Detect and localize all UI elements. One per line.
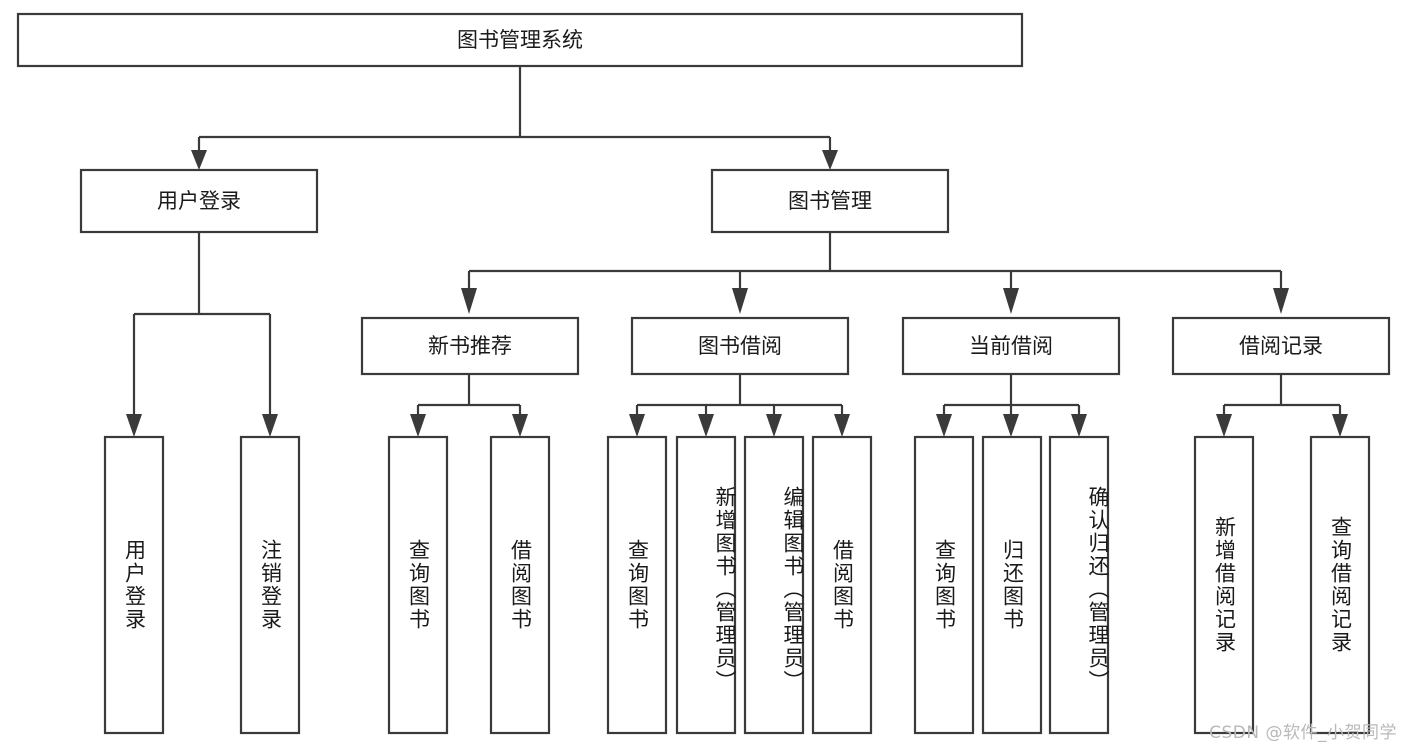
node-user-login-label: 用户登录: [157, 189, 241, 213]
leaf-box-book-borrow-1[interactable]: [606, 435, 668, 735]
arrow-to-leaf-br-2: [1332, 414, 1348, 437]
node-borrow-record-label: 借阅记录: [1239, 334, 1323, 358]
node-book-management[interactable]: [710, 168, 950, 234]
arrow-to-leaf-ul-2: [262, 414, 278, 437]
arrow-to-leaf-cb-1: [936, 414, 952, 437]
arrow-to-leaf-bb-2: [698, 414, 714, 437]
arrow-to-leaf-ul-1: [126, 414, 142, 437]
node-root-label: 图书管理系统: [457, 28, 583, 52]
arrow-to-book-borrow: [732, 288, 748, 314]
leaf-box-borrow-record-1[interactable]: [1193, 435, 1255, 735]
arrow-to-leaf-cb-2: [1003, 414, 1019, 437]
arrow-to-leaf-br-1: [1216, 414, 1232, 437]
arrow-to-leaf-cb-3: [1071, 414, 1087, 437]
node-new-book-recommend[interactable]: [360, 316, 580, 376]
arrow-to-current-borrow: [1003, 288, 1019, 314]
leaf-box-user-login-1[interactable]: [103, 435, 165, 735]
connector-group-root: [191, 66, 838, 170]
node-book-management-label: 图书管理: [788, 189, 872, 213]
connector-group-book-borrow: [629, 374, 850, 437]
node-book-borrow[interactable]: [630, 316, 850, 376]
node-current-borrow[interactable]: [901, 316, 1121, 376]
leaf-box-book-borrow-2[interactable]: [675, 435, 737, 735]
arrow-to-book-manage: [822, 150, 838, 170]
leaf-box-book-borrow-3[interactable]: [743, 435, 805, 735]
node-root-book-management-system[interactable]: [16, 12, 1024, 68]
leaf-box-book-borrow-4[interactable]: [811, 435, 873, 735]
leaf-box-new-book-1[interactable]: [387, 435, 449, 735]
connector-group-new-book: [410, 374, 528, 437]
node-borrow-record[interactable]: [1171, 316, 1391, 376]
node-new-book-recommend-label: 新书推荐: [428, 334, 512, 358]
arrow-to-user-login: [191, 150, 207, 170]
arrow-to-borrow-record: [1273, 288, 1289, 314]
arrow-to-leaf-nb-2: [512, 414, 528, 437]
leaf-box-borrow-record-2[interactable]: [1309, 435, 1371, 735]
connector-group-borrow-record: [1216, 374, 1348, 437]
leaf-box-current-borrow-1[interactable]: [913, 435, 975, 735]
arrow-to-leaf-bb-3: [766, 414, 782, 437]
node-user-login[interactable]: [79, 168, 319, 234]
csdn-watermark: CSDN @软件_小贺同学: [1209, 723, 1397, 743]
arrow-to-leaf-nb-1: [410, 414, 426, 437]
arrow-to-leaf-bb-1: [629, 414, 645, 437]
connector-group-book-manage: [461, 232, 1289, 314]
arrow-to-new-book: [461, 288, 477, 314]
leaf-box-user-login-2[interactable]: [239, 435, 301, 735]
node-book-borrow-label: 图书借阅: [698, 334, 782, 358]
leaf-box-current-borrow-2[interactable]: [981, 435, 1043, 735]
connector-group-current-borrow: [936, 374, 1087, 437]
leaf-box-current-borrow-3[interactable]: [1048, 435, 1110, 735]
arrow-to-leaf-bb-4: [834, 414, 850, 437]
leaf-box-new-book-2[interactable]: [489, 435, 551, 735]
node-current-borrow-label: 当前借阅: [969, 334, 1053, 358]
connector-group-user-login: [126, 232, 278, 437]
